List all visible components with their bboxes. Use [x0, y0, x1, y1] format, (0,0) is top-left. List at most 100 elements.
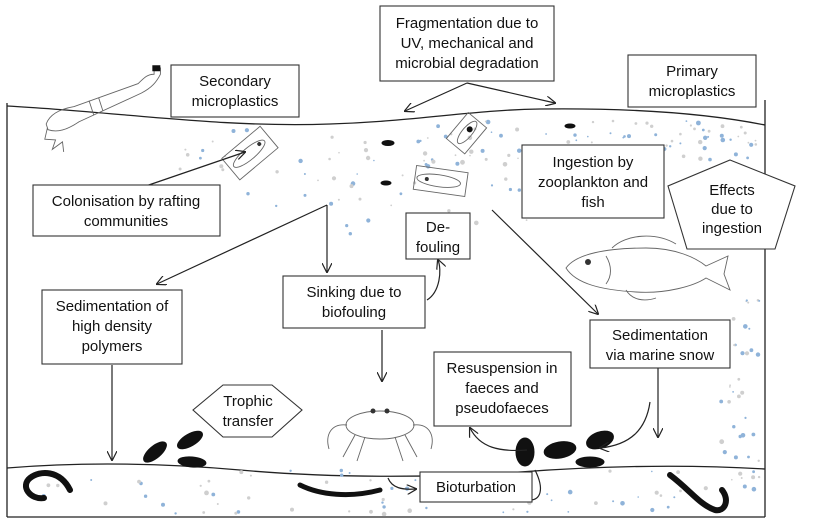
- sedimentation-high-line-3: polymers: [82, 338, 143, 355]
- colonisation-box: Colonisation by rafting communities: [32, 184, 221, 237]
- microplastic-particle: [740, 351, 745, 356]
- microplastic-particle: [689, 124, 693, 127]
- resuspension-box: Resuspension in faeces and pseudofaeces: [433, 351, 572, 427]
- microplastic-particle: [738, 471, 743, 476]
- microplastic-particle: [399, 192, 403, 196]
- microplastic-particle: [708, 157, 712, 162]
- microplastic-particle: [467, 135, 473, 141]
- sedimentation-snow-line-1: Sedimentation: [612, 327, 708, 344]
- microplastic-particle: [381, 511, 387, 517]
- microplastic-particle: [591, 120, 595, 124]
- larval-fish-icon: [412, 164, 469, 197]
- microplastic-particle: [381, 501, 384, 504]
- microplastic-particle: [727, 400, 731, 404]
- microplastic-particle: [484, 157, 488, 161]
- copepod-icon: [445, 111, 488, 155]
- microplastic-particle: [178, 167, 182, 171]
- microplastic-particle: [46, 483, 51, 488]
- microplastic-particle: [247, 496, 251, 500]
- ingestion-box: Ingestion by zooplankton and fish: [521, 144, 665, 219]
- microplastic-particle: [331, 176, 337, 181]
- microplastic-particle: [275, 170, 279, 174]
- microplastic-particle: [425, 164, 431, 169]
- microplastic-particle: [594, 501, 598, 505]
- sedimentation-high-density-box: Sedimentation of high density polymers: [41, 289, 183, 365]
- microplastic-particle: [345, 224, 349, 228]
- microplastic-particle: [249, 474, 252, 477]
- microplastic-particle: [685, 120, 688, 122]
- microplastic-particle: [679, 142, 682, 145]
- microplastic-particle: [744, 416, 747, 419]
- microplastic-particle: [719, 439, 725, 445]
- ingestion-line-1: Ingestion by: [553, 154, 634, 171]
- microplastic-particle: [666, 505, 670, 509]
- microplastic-particle: [755, 352, 761, 357]
- microplastic-particle: [729, 386, 731, 388]
- microplastic-particle: [419, 139, 422, 142]
- microplastic-particle: [757, 459, 760, 462]
- colonisation-line-2: communities: [84, 213, 168, 230]
- secondary-line-2: microplastics: [192, 93, 279, 110]
- microplastic-particle: [349, 184, 354, 189]
- microplastic-particle: [719, 399, 724, 404]
- microplastic-particle: [703, 486, 708, 491]
- microplastic-particle: [298, 158, 303, 164]
- microplastic-particle: [103, 501, 108, 506]
- microplastic-particle: [758, 299, 761, 302]
- microplastic-particle: [373, 159, 375, 162]
- sedimentation-high-line-2: high density: [72, 318, 153, 335]
- microplastic-particle: [490, 131, 493, 133]
- microplastic-particle: [745, 299, 748, 302]
- microplastic-particle: [290, 507, 294, 512]
- microplastic-particle: [746, 156, 749, 160]
- microplastic-particle: [207, 479, 211, 483]
- microplastic-particle: [587, 135, 589, 138]
- trophic-line-2: transfer: [223, 413, 274, 430]
- microplastic-particle: [651, 470, 653, 473]
- microplastic-particle: [747, 455, 750, 459]
- microplastic-particle: [239, 470, 244, 475]
- microplastic-particle: [670, 139, 674, 143]
- microplastic-particle: [707, 135, 710, 138]
- microplastic-particle: [199, 484, 202, 487]
- microplastic-particle: [423, 159, 425, 162]
- plastic-bottle-icon: [44, 65, 161, 153]
- sinking-line-2: biofouling: [322, 304, 386, 321]
- microplastic-particle: [199, 156, 202, 160]
- microplastic-particle: [339, 468, 343, 473]
- microplastic-particle: [204, 490, 209, 496]
- defouling-line-2: fouling: [416, 239, 460, 256]
- microplastic-particle: [754, 143, 758, 146]
- microplastic-particle: [330, 135, 334, 139]
- sinking-line-1: Sinking due to: [306, 284, 401, 301]
- microplastic-particle: [469, 149, 474, 154]
- microplastic-particle: [244, 128, 249, 133]
- microplastic-particle: [737, 135, 740, 138]
- microplastic-particle: [545, 133, 547, 135]
- secondary-microplastics-box: Secondary microplastics: [170, 64, 300, 118]
- microplastic-particle: [732, 425, 736, 429]
- microplastic-particle: [363, 148, 369, 153]
- microplastic-particle: [499, 133, 503, 138]
- microplastic-particle: [90, 479, 93, 481]
- microplastic-particle: [627, 134, 631, 139]
- microplastic-particle: [358, 197, 362, 201]
- primary-line-2: microplastics: [649, 83, 736, 100]
- microplastic-particle: [702, 146, 707, 151]
- microplastic-particle: [202, 511, 206, 514]
- fish-icon: [565, 235, 731, 301]
- sedimentation-snow-line-2: via marine snow: [606, 347, 715, 364]
- microplastic-particle: [719, 133, 724, 138]
- microplastic-particle: [231, 129, 236, 133]
- microplastic-particle: [622, 136, 625, 139]
- microplastic-particle: [328, 157, 331, 161]
- microplastic-particle: [698, 156, 703, 161]
- microplastic-particle: [737, 377, 741, 381]
- microplastic-particle: [211, 140, 214, 143]
- microplastic-particle: [696, 120, 701, 126]
- fragmentation-line-3: microbial degradation: [395, 55, 538, 72]
- microplastic-particle: [508, 187, 512, 192]
- microplastic-particle: [337, 198, 340, 201]
- microplastic-particle: [469, 154, 471, 157]
- microplastic-particle: [329, 201, 334, 206]
